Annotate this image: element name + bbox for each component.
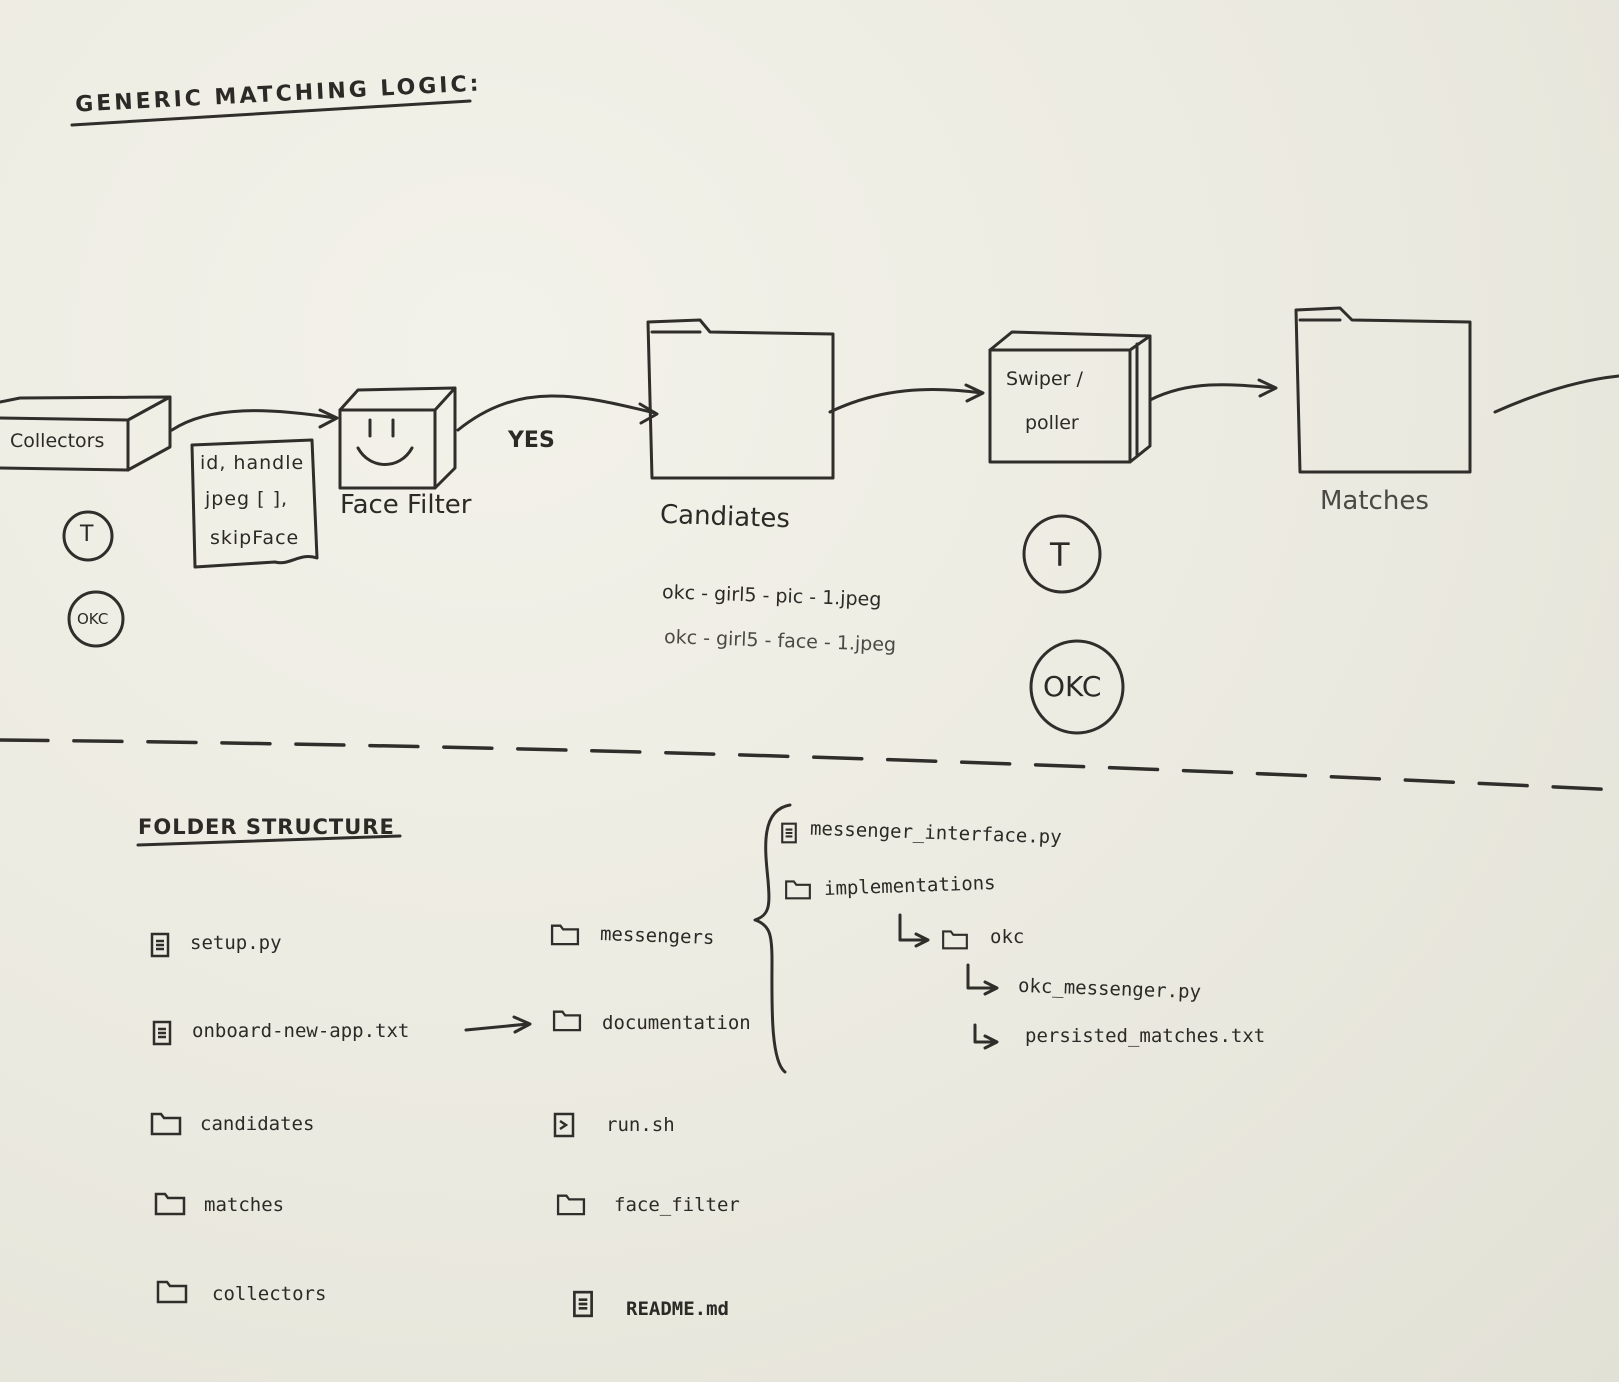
- file-readme-md: README.md: [626, 1298, 729, 1320]
- title-underline: [70, 99, 472, 127]
- badge-circle-okc-right: [1029, 639, 1125, 735]
- file-icon: [150, 932, 170, 958]
- swiper-label-1: Swiper /: [1006, 368, 1083, 390]
- matches-folder-shape: [1294, 306, 1472, 474]
- file-run-sh: run.sh: [606, 1114, 675, 1136]
- collectors-box-shape: [0, 395, 172, 472]
- folder-icon: [940, 928, 970, 950]
- swiper-label-2: poller: [1025, 412, 1079, 434]
- file-onboard-new-app: onboard-new-app.txt: [192, 1020, 410, 1042]
- badge-okc-right: OKC: [1043, 670, 1102, 703]
- folder-icon: [784, 878, 812, 900]
- badge-okc-left: OKC: [77, 610, 109, 628]
- payload-line-1: id, handle: [200, 452, 305, 474]
- badge-t-left: T: [80, 522, 94, 547]
- folder-icon: [552, 1008, 582, 1032]
- file-setup-py: setup.py: [190, 932, 282, 954]
- arrow-filter-to-candidates: [456, 394, 657, 432]
- badge-circle-t-right: [1022, 514, 1102, 594]
- folder-structure-title: FOLDER STRUCTURE: [138, 815, 395, 839]
- folder-candidates: candidates: [200, 1113, 315, 1135]
- section-divider: [0, 738, 1619, 792]
- folder-icon: [550, 922, 580, 946]
- folder-face-filter: face_filter: [614, 1194, 740, 1216]
- payload-note-shape: [190, 438, 319, 569]
- yes-label: YES: [508, 428, 555, 453]
- badge-t-right: T: [1050, 536, 1070, 574]
- file-icon: [152, 1020, 172, 1046]
- file-icon: [780, 822, 798, 844]
- payload-line-2: jpeg [ ],: [205, 488, 289, 510]
- folder-icon: [154, 1190, 186, 1216]
- swiper-box-shape: [988, 330, 1152, 464]
- file-persisted-matches: persisted_matches.txt: [1025, 1025, 1266, 1047]
- candidates-folder-shape: [646, 318, 835, 480]
- folder-collectors: collectors: [212, 1283, 327, 1305]
- folder-icon: [150, 1110, 182, 1136]
- face-filter-box-shape: [338, 386, 457, 490]
- file-icon: [572, 1290, 594, 1318]
- arrow-candidates-to-swiper: [828, 387, 984, 414]
- candidates-label: Candiates: [659, 499, 791, 535]
- payload-line-3: skipFace: [210, 527, 300, 549]
- arrow-collectors-to-filter: [170, 409, 337, 432]
- folder-messengers: messengers: [599, 923, 715, 949]
- folder-okc: okc: [990, 926, 1025, 948]
- arrow-onboard-to-documentation: [464, 1022, 530, 1032]
- messengers-brace: [753, 803, 792, 1074]
- badge-circle-t-left: [62, 510, 114, 562]
- matches-label: Matches: [1320, 486, 1429, 516]
- folder-matches: matches: [204, 1194, 285, 1216]
- badge-circle-okc-left: [67, 590, 125, 648]
- terminal-icon: [553, 1112, 575, 1138]
- arrow-swiper-to-matches: [1148, 383, 1277, 402]
- folder-documentation: documentation: [602, 1012, 751, 1034]
- folder-icon: [556, 1192, 586, 1216]
- face-filter-label: Face Filter: [340, 490, 472, 520]
- collectors-label: Collectors: [10, 430, 105, 452]
- folder-icon: [156, 1278, 188, 1304]
- folder-structure-underline: [136, 834, 402, 847]
